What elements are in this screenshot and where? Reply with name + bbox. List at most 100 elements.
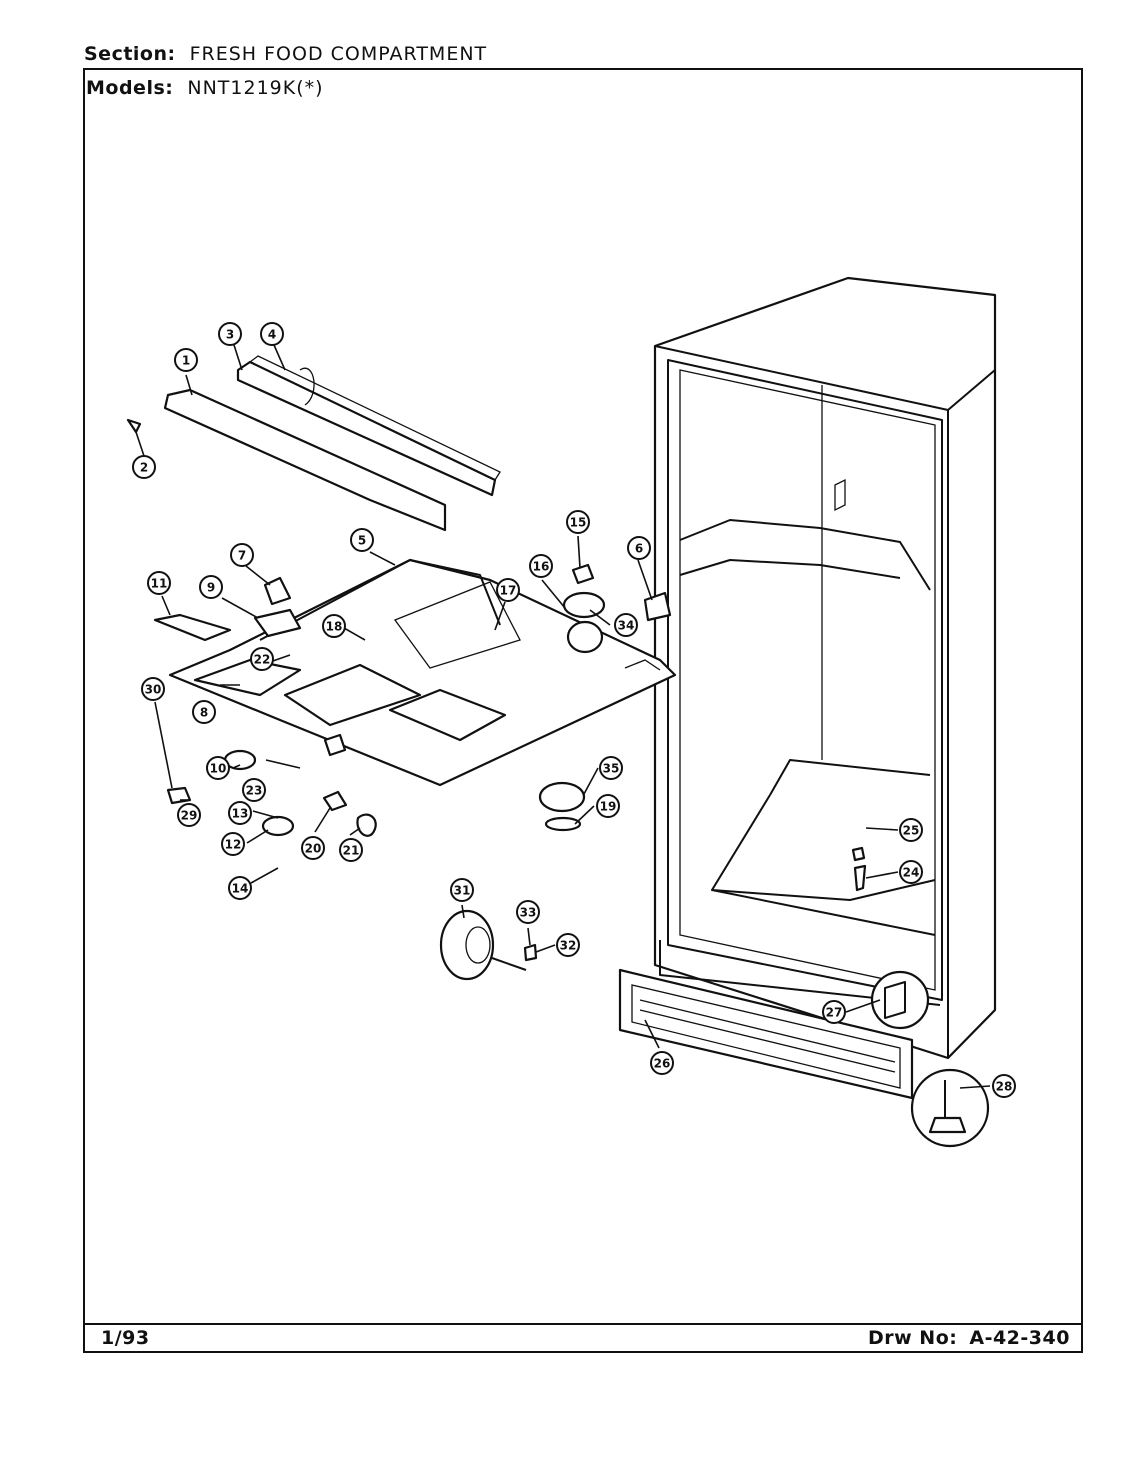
callout-number: 11 (151, 577, 168, 591)
detail-circle-leveling-leg (910, 1068, 990, 1148)
callout-21: 21 (339, 838, 363, 862)
callout-circle (221, 832, 245, 856)
callout-circle (566, 510, 590, 534)
callout-circle (650, 1051, 674, 1075)
callout-circle (199, 575, 223, 599)
callout-circle (218, 322, 242, 346)
callout-circle (228, 876, 252, 900)
callout-circle (822, 1000, 846, 1024)
callout-circle (174, 348, 198, 372)
callout-number: 12 (225, 838, 242, 852)
callout-number: 19 (600, 800, 617, 814)
drawing-frame (83, 68, 1083, 1353)
callout-circle (141, 677, 165, 701)
callout-number: 8 (200, 706, 208, 720)
callout-4: 4 (260, 322, 284, 346)
drawing-number-label: Drw No: (868, 1327, 958, 1349)
callout-circle (350, 528, 374, 552)
callout-circle (516, 900, 540, 924)
drawing-number-block: Drw No:A-42-340 (868, 1327, 1070, 1349)
callout-circle (450, 878, 474, 902)
callout-2: 2 (132, 455, 156, 479)
models-label: Models: (86, 77, 174, 99)
models-value: NNT1219K(*) (187, 77, 324, 99)
callout-number: 9 (207, 581, 215, 595)
callout-number: 26 (654, 1057, 671, 1071)
callout-circle (228, 801, 252, 825)
callout-number: 25 (903, 824, 920, 838)
callout-circle (339, 838, 363, 862)
callout-8: 8 (192, 700, 216, 724)
callout-circle (899, 818, 923, 842)
callout-number: 24 (903, 866, 920, 880)
callout-11: 11 (147, 571, 171, 595)
callout-22: 22 (250, 647, 274, 671)
callout-27: 27 (822, 1000, 846, 1024)
callout-circle (192, 700, 216, 724)
callout-33: 33 (516, 900, 540, 924)
callout-5: 5 (350, 528, 374, 552)
section-header: Section:FRESH FOOD COMPARTMENT (84, 43, 487, 65)
callout-number: 15 (570, 516, 587, 530)
callout-circle (992, 1074, 1016, 1098)
callout-26: 26 (650, 1051, 674, 1075)
callout-14: 14 (228, 876, 252, 900)
callout-number: 22 (254, 653, 271, 667)
callout-35: 35 (599, 756, 623, 780)
callout-circle (614, 613, 638, 637)
callout-number: 34 (618, 619, 635, 633)
callout-number: 31 (454, 884, 471, 898)
refrigerator-cabinet (653, 276, 997, 1060)
callout-number: 7 (238, 549, 246, 563)
callout-number: 10 (210, 762, 227, 776)
callout-15: 15 (566, 510, 590, 534)
callout-circle (529, 554, 553, 578)
callout-circle (230, 543, 254, 567)
leader-lines (135, 344, 991, 1089)
footer-date: 1/93 (101, 1327, 150, 1349)
callout-circle (899, 860, 923, 884)
callout-32: 32 (556, 933, 580, 957)
callout-17: 17 (496, 578, 520, 602)
callout-circle (260, 322, 284, 346)
callout-20: 20 (301, 836, 325, 860)
callout-circle (250, 647, 274, 671)
callout-number: 18 (326, 620, 343, 634)
section-label: Section: (84, 43, 176, 65)
callout-number: 23 (246, 784, 263, 798)
callout-number: 2 (140, 461, 148, 475)
detail-circle-hinge (870, 970, 930, 1030)
callout-number: 27 (826, 1006, 843, 1020)
callout-18: 18 (322, 614, 346, 638)
screw-part (126, 418, 142, 434)
callout-circle (147, 571, 171, 595)
callout-13: 13 (228, 801, 252, 825)
callout-number: 16 (533, 560, 550, 574)
footer-rule (83, 1323, 1083, 1325)
callout-23: 23 (242, 778, 266, 802)
callout-circle (177, 803, 201, 827)
callout-12: 12 (221, 832, 245, 856)
callout-number: 33 (520, 906, 537, 920)
callout-circle (596, 794, 620, 818)
callout-28: 28 (992, 1074, 1016, 1098)
callout-circle (496, 578, 520, 602)
callout-10: 10 (206, 756, 230, 780)
callout-number: 6 (635, 542, 643, 556)
trim-strips (163, 355, 501, 532)
callout-circle (556, 933, 580, 957)
callout-number: 32 (560, 939, 577, 953)
callout-number: 13 (232, 807, 249, 821)
callout-number: 1 (182, 354, 190, 368)
callout-number: 17 (500, 584, 517, 598)
callout-number: 35 (603, 762, 620, 776)
callout-9: 9 (199, 575, 223, 599)
callout-circle (322, 614, 346, 638)
callout-circle (132, 455, 156, 479)
callout-number: 21 (343, 844, 360, 858)
callout-number: 30 (145, 683, 162, 697)
callout-number: 29 (181, 809, 198, 823)
callout-16: 16 (529, 554, 553, 578)
